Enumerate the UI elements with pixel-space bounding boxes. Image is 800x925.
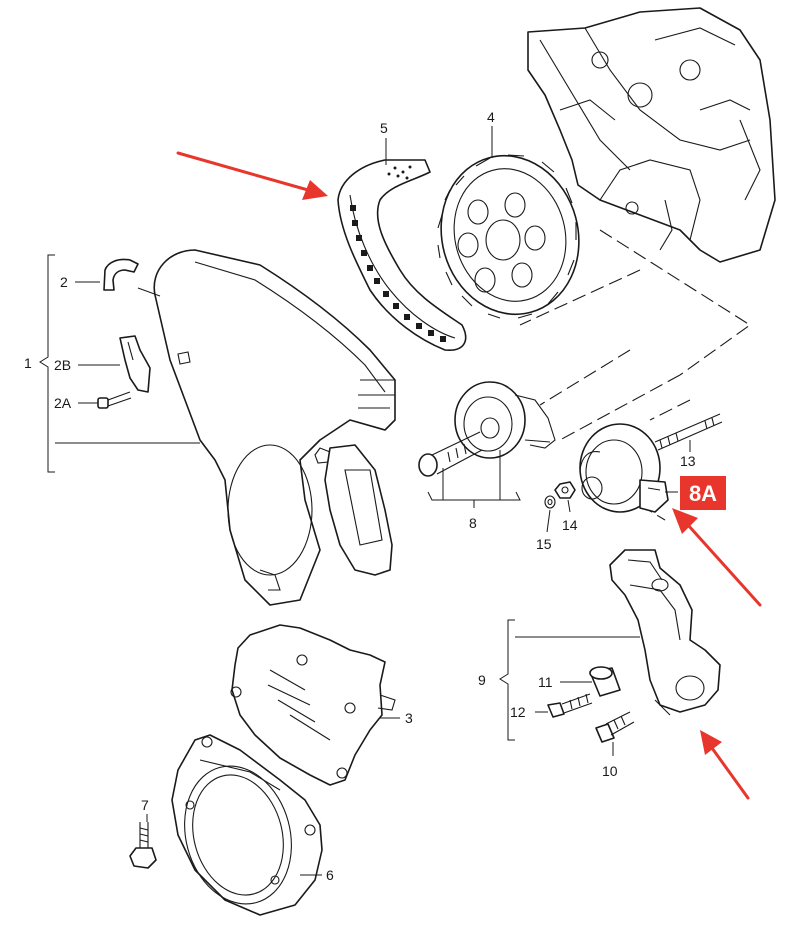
middle-timing-cover [230,624,396,786]
upper-timing-cover [153,249,396,606]
bolt-part-10 [595,711,635,743]
bolt-part-12 [547,693,593,718]
callout-12: 12 [510,704,526,720]
callout-3: 3 [405,710,413,726]
callout-5: 5 [380,120,388,136]
callout-8: 8 [469,515,477,531]
callout-2: 2 [60,274,68,290]
callout-1: 1 [24,355,32,371]
callout-10: 10 [602,763,618,779]
red-arrow-tensioner [672,508,762,607]
badge-8a: 8A [680,476,726,510]
red-arrow-belt [176,151,328,200]
washer-part-15 [544,495,556,509]
alignment-lines [519,229,751,521]
callout-2b: 2B [54,357,71,373]
camshaft-sprocket [437,154,580,319]
callout-11: 11 [538,674,553,690]
callout-13: 13 [680,453,696,469]
timing-belt [337,159,467,351]
engine-block [527,7,776,263]
bracket-part-2b [119,335,191,393]
callout-9: 9 [478,672,486,688]
clip-part-2 [103,258,139,291]
bolt-part-7 [129,822,157,869]
callout-4: 4 [487,109,495,125]
bolt-part-2a [97,391,132,409]
nut-part-14 [554,481,576,499]
badge-8a-label: 8A [689,481,717,506]
idler-pulley [418,381,556,477]
callout-15: 15 [536,536,552,552]
red-arrow-bracket [700,730,750,800]
tensioner-bracket [609,549,721,716]
callout-7: 7 [141,797,149,813]
tensioner-pulley [579,423,669,513]
callout-6: 6 [326,867,334,883]
callout-labels: 1 2 2B 2A 5 4 13 8 14 15 9 11 12 10 3 6 … [24,109,696,883]
leader-lines [39,126,691,876]
stud-part-13 [654,413,723,451]
lower-timing-cover [171,734,323,916]
callout-14: 14 [562,517,578,533]
spacer-part-11 [589,666,621,697]
callout-2a: 2A [54,395,72,411]
